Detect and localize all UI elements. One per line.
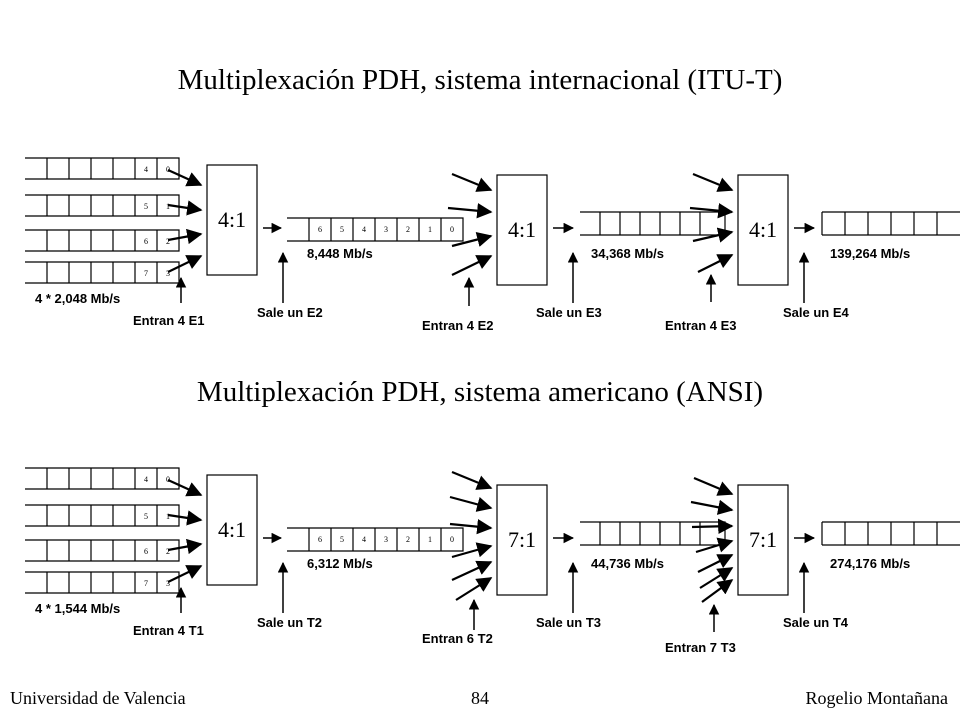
ansi-section: 4 0 5 1 6 2 7 3 4 * 1,544 Mb/s 4:1 Entra… [25, 467, 960, 655]
ansi-mux3-ratio: 7:1 [749, 527, 777, 552]
ansi-channel-label: 6 [144, 547, 148, 556]
itu-stage2-output-rate: 34,368 Mb/s [591, 246, 664, 261]
itu-section: 4 0 5 1 6 2 7 3 4 * 2,048 Mb/s 4:1 Entra… [25, 157, 960, 333]
ansi-channel-label: 4 [144, 475, 148, 484]
itu-mux3 [737, 174, 789, 286]
itu-e3-frame [580, 211, 726, 236]
footer-author: Rogelio Montañana [805, 688, 948, 708]
ansi-frame-digit: 3 [384, 535, 388, 544]
ansi-channel-label: 3 [166, 579, 170, 588]
itu-channel-label: 0 [166, 165, 170, 174]
itu-stage1-input-arrows [167, 168, 203, 273]
itu-stage2-output-label: Sale un E3 [536, 305, 602, 320]
ansi-stage3-output-label: Sale un T4 [783, 615, 849, 630]
ansi-t4-frame [821, 521, 960, 546]
itu-stage3-input-arrows [689, 172, 734, 273]
itu-channel-label: 4 [144, 165, 148, 174]
itu-frame-digit: 6 [318, 225, 322, 234]
ansi-mux2 [496, 484, 548, 596]
ansi-t2-frame [287, 527, 464, 552]
ansi-mux1-ratio: 4:1 [218, 517, 246, 542]
itu-channel-label: 1 [166, 202, 170, 211]
title-ansi: Multiplexación PDH, sistema americano (A… [196, 376, 764, 408]
ansi-stage1-input-arrows [167, 478, 203, 583]
ansi-frame-digit: 1 [428, 535, 432, 544]
itu-channel-label: 3 [166, 269, 170, 278]
itu-stage3-input-label: Entran 4 E3 [665, 318, 737, 333]
itu-frame-digit: 1 [428, 225, 432, 234]
itu-e4-frame [821, 211, 960, 236]
itu-input-rate: 4 * 2,048 Mb/s [35, 291, 120, 306]
ansi-frame-digit: 0 [450, 535, 454, 544]
itu-channel-label: 5 [144, 202, 148, 211]
ansi-channel-label: 1 [166, 512, 170, 521]
itu-frame-digit: 3 [384, 225, 388, 234]
itu-buffer-3 [25, 261, 180, 284]
ansi-stage1-input-label: Entran 4 T1 [133, 623, 204, 638]
itu-e2-frame [287, 217, 464, 242]
footer-institution: Universidad de Valencia [10, 688, 186, 708]
itu-stage2-input-arrows [447, 172, 493, 276]
itu-mux1-ratio: 4:1 [218, 207, 246, 232]
ansi-channel-label: 5 [144, 512, 148, 521]
ansi-buffer-1 [25, 504, 180, 527]
itu-stage3-output-rate: 139,264 Mb/s [830, 246, 910, 261]
itu-frame-digit: 5 [340, 225, 344, 234]
ansi-buffer-3 [25, 571, 180, 594]
ansi-channel-label: 2 [166, 547, 170, 556]
itu-mux2 [496, 174, 548, 286]
ansi-channel-label: 0 [166, 475, 170, 484]
itu-mux3-ratio: 4:1 [749, 217, 777, 242]
ansi-t3-frame [580, 521, 726, 546]
itu-channel-label: 6 [144, 237, 148, 246]
ansi-stage2-input-label: Entran 6 T2 [422, 631, 493, 646]
ansi-mux3 [737, 484, 789, 596]
itu-buffer-1 [25, 194, 180, 217]
itu-input-buffers [25, 157, 180, 284]
footer-page-number: 84 [471, 688, 489, 708]
itu-stage3-output-label: Sale un E4 [783, 305, 850, 320]
itu-mux1 [206, 164, 258, 276]
ansi-stage1-output-rate: 6,312 Mb/s [307, 556, 373, 571]
ansi-input-buffers [25, 467, 180, 594]
itu-stage1-input-label: Entran 4 E1 [133, 313, 205, 328]
ansi-buffer-2 [25, 539, 180, 562]
ansi-channel-label: 7 [144, 579, 148, 588]
itu-buffer-0 [25, 157, 180, 180]
ansi-stage2-output-rate: 44,736 Mb/s [591, 556, 664, 571]
itu-stage1-output-rate: 8,448 Mb/s [307, 246, 373, 261]
itu-channel-label: 7 [144, 269, 148, 278]
itu-stage2-input-label: Entran 4 E2 [422, 318, 494, 333]
ansi-mux1 [206, 474, 258, 586]
ansi-stage2-input-arrows [449, 470, 493, 601]
ansi-stage2-output-label: Sale un T3 [536, 615, 601, 630]
itu-channel-label: 2 [166, 237, 170, 246]
ansi-stage3-input-label: Entran 7 T3 [665, 640, 736, 655]
title-itu: Multiplexación PDH, sistema internaciona… [177, 64, 783, 96]
ansi-frame-digit: 5 [340, 535, 344, 544]
itu-frame-digit: 4 [362, 225, 366, 234]
ansi-mux2-ratio: 7:1 [508, 527, 536, 552]
itu-stage1-output-label: Sale un E2 [257, 305, 323, 320]
ansi-input-rate: 4 * 1,544 Mb/s [35, 601, 120, 616]
ansi-frame-digit: 6 [318, 535, 322, 544]
ansi-stage1-output-label: Sale un T2 [257, 615, 322, 630]
ansi-stage3-input-arrows [690, 476, 734, 603]
ansi-stage3-output-rate: 274,176 Mb/s [830, 556, 910, 571]
itu-mux2-ratio: 4:1 [508, 217, 536, 242]
ansi-frame-digit: 4 [362, 535, 366, 544]
ansi-frame-digit: 2 [406, 535, 410, 544]
itu-frame-digit: 2 [406, 225, 410, 234]
itu-buffer-2 [25, 229, 180, 252]
ansi-buffer-0 [25, 467, 180, 490]
itu-frame-digit: 0 [450, 225, 454, 234]
